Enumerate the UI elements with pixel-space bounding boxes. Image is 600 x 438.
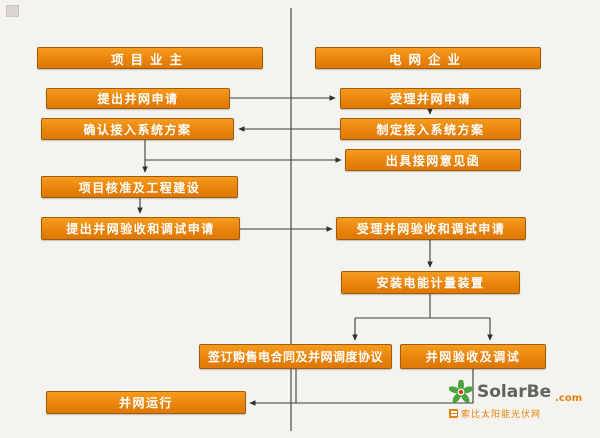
node-grid-header: 电网企业: [315, 47, 541, 69]
node-install-meter: 安装电能计量装置: [341, 271, 520, 294]
watermark: SolarBe .com 索比太阳能光伏网: [449, 380, 597, 420]
corner-artifact: [6, 5, 19, 17]
node-grid-operation: 并网运行: [46, 391, 246, 414]
node-issue-letter: 出具接网意见函: [345, 149, 521, 171]
solarbe-mini-icon: [449, 409, 458, 418]
node-sign-contract: 签订购售电合同及并网调度协议: [199, 344, 392, 369]
node-make-plan: 制定接入系统方案: [340, 118, 521, 140]
solarbe-flower-icon: [449, 380, 473, 403]
watermark-subtitle: 索比太阳能光伏网: [461, 410, 542, 420]
node-accept-acceptance: 受理并网验收和调试申请: [336, 217, 526, 240]
node-submit-application: 提出并网申请: [46, 88, 230, 109]
node-project-construction: 项目核准及工程建设: [41, 176, 238, 198]
watermark-brand: SolarBe: [477, 381, 552, 402]
node-owner-header: 项目业主: [37, 47, 263, 69]
watermark-tld: .com: [555, 393, 583, 404]
node-accept-application: 受理并网申请: [340, 88, 521, 109]
node-confirm-plan: 确认接入系统方案: [41, 118, 234, 140]
node-submit-acceptance: 提出并网验收和调试申请: [41, 217, 240, 240]
node-acceptance-test: 并网验收及调试: [400, 344, 546, 369]
arrow-test-to-operation: [249, 369, 474, 406]
